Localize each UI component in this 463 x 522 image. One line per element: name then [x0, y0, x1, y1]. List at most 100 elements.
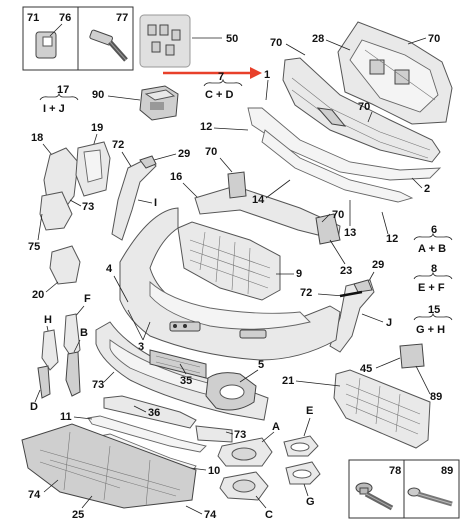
label-21: 21	[282, 375, 294, 387]
label-15-sub: G + H	[416, 324, 445, 336]
label-70-top-right: 70	[428, 33, 440, 45]
label-11: 11	[60, 411, 72, 423]
label-A: A	[272, 421, 280, 433]
label-76: 76	[59, 12, 71, 24]
side-trim-D-icon	[37, 365, 51, 399]
upper-grille-1-icon	[282, 57, 441, 163]
label-J: J	[386, 317, 392, 329]
label-77: 77	[116, 12, 128, 24]
strip-73-icon	[195, 425, 233, 443]
label-70-mid: 70	[205, 146, 217, 158]
label-89-mid: 89	[430, 391, 442, 403]
label-70-top: 70	[270, 37, 282, 49]
bracket-28-icon	[337, 21, 453, 125]
label-I: I	[154, 197, 157, 209]
label-50: 50	[226, 33, 238, 45]
label-45: 45	[360, 363, 372, 375]
side-trim-B-icon	[65, 351, 81, 397]
label-90: 90	[92, 89, 104, 101]
cover-45-icon	[399, 343, 425, 369]
label-74-right: 74	[204, 509, 217, 521]
label-4: 4	[106, 263, 113, 275]
fog-bezel-C-icon	[219, 471, 269, 501]
label-14: 14	[252, 194, 265, 206]
chrome-strip-2-icon	[247, 107, 442, 203]
red-pointer-arrow-icon	[163, 67, 262, 79]
lower-grille-21-icon	[333, 369, 431, 449]
bezel-G-icon	[285, 461, 321, 485]
label-70-right: 70	[332, 209, 344, 221]
label-29-lower: 29	[372, 259, 384, 271]
label-25: 25	[72, 509, 84, 521]
label-7-sub: C + D	[205, 89, 233, 101]
cover-20-icon	[49, 245, 81, 285]
strip-36-icon	[103, 395, 197, 429]
bezel-E-icon	[283, 435, 319, 457]
label-35: 35	[180, 375, 192, 387]
label-15: 15	[428, 304, 440, 316]
pin-89-icon	[407, 487, 453, 507]
label-1: 1	[264, 69, 270, 81]
label-74-left: 74	[28, 489, 41, 501]
label-8-sub: E + F	[418, 282, 445, 294]
label-18: 18	[31, 132, 43, 144]
label-73-left: 73	[82, 201, 94, 213]
label-13: 13	[344, 227, 356, 239]
label-70-grille: 70	[358, 101, 370, 113]
bumper-cover-3-icon	[119, 207, 341, 361]
label-23: 23	[340, 265, 352, 277]
fog-bezel-A-icon	[217, 437, 273, 467]
label-9: 9	[296, 268, 302, 280]
label-7: 7	[218, 71, 224, 83]
screw-77-icon	[89, 29, 128, 62]
clip-71-icon	[35, 31, 57, 59]
label-29-upper: 29	[178, 148, 190, 160]
label-89-box: 89	[441, 465, 453, 477]
label-73-lower: 73	[234, 429, 246, 441]
module-90-icon	[139, 85, 179, 121]
label-10: 10	[208, 465, 220, 477]
label-B: B	[80, 327, 88, 339]
reinforcement-16-icon	[194, 171, 341, 245]
label-78: 78	[389, 465, 401, 477]
label-H: H	[44, 314, 52, 326]
strip-11-icon	[87, 415, 207, 453]
label-6: 6	[431, 224, 437, 236]
label-75: 75	[28, 241, 40, 253]
label-17: 17	[57, 84, 69, 96]
clip-kit-50-icon	[139, 14, 191, 68]
bracket-18-19-icon	[39, 141, 111, 231]
label-C: C	[265, 509, 273, 521]
label-73-lower-left: 73	[92, 379, 104, 391]
label-20: 20	[32, 289, 44, 301]
label-28: 28	[312, 33, 324, 45]
label-E: E	[306, 405, 313, 417]
bolt-78-icon	[355, 482, 394, 511]
label-8: 8	[431, 263, 437, 275]
label-12-lower: 12	[386, 233, 398, 245]
label-17-sub: I + J	[43, 103, 65, 115]
side-trim-F-icon	[63, 313, 81, 359]
label-72-upper: 72	[112, 139, 124, 151]
label-G: G	[306, 496, 315, 508]
label-2: 2	[424, 183, 430, 195]
label-D: D	[30, 401, 38, 413]
label-72-lower: 72	[300, 287, 312, 299]
side-bracket-I-icon	[111, 155, 157, 241]
label-3: 3	[138, 341, 144, 353]
label-12-upper: 12	[200, 121, 212, 133]
label-6-sub: A + B	[418, 243, 446, 255]
lower-grille-9-icon	[177, 221, 281, 301]
label-19: 19	[91, 122, 103, 134]
side-bracket-J-icon	[329, 279, 375, 353]
side-trim-H-icon	[41, 329, 59, 371]
label-16: 16	[170, 171, 182, 183]
label-5: 5	[258, 359, 264, 371]
label-71: 71	[27, 12, 39, 24]
underbody-tray-25-icon	[21, 423, 197, 509]
lower-bumper-icon	[95, 321, 269, 421]
label-F: F	[84, 293, 91, 305]
label-36: 36	[148, 407, 160, 419]
